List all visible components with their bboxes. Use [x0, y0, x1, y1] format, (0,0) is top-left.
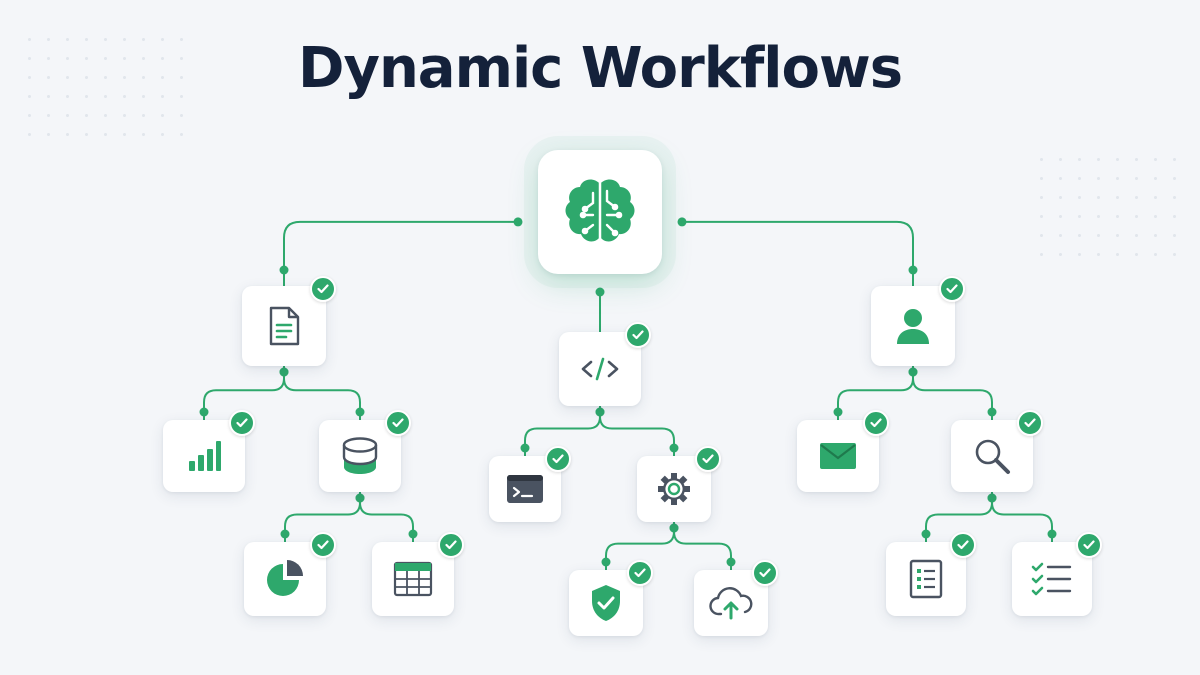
check-badge-icon: [438, 532, 464, 558]
connector-dot: [921, 529, 931, 539]
check-badge-icon: [310, 532, 336, 558]
connector-dot: [726, 557, 736, 567]
pie-chart-icon: [264, 558, 306, 600]
connector-line: [599, 405, 675, 457]
bar-chart-icon: [186, 439, 222, 473]
connector-dot: [595, 407, 605, 417]
connector-line: [837, 365, 914, 421]
check-badge-icon: [1017, 410, 1043, 436]
check-badge-icon: [1076, 532, 1102, 558]
connector-dot: [601, 557, 611, 567]
code-brackets-icon: [580, 356, 620, 382]
connector-dot: [595, 287, 605, 297]
connector-dot: [355, 493, 365, 503]
connector-dot: [355, 407, 365, 417]
connector-line: [991, 491, 1053, 543]
connector-line: [925, 491, 993, 543]
check-badge-icon: [863, 410, 889, 436]
workflow-node[interactable]: [1012, 532, 1102, 616]
terminal-icon: [505, 473, 545, 505]
workflow-node[interactable]: [871, 276, 965, 366]
connector-dot: [669, 443, 679, 453]
workflow-node[interactable]: [559, 322, 651, 406]
check-badge-icon: [695, 446, 721, 472]
connector-line: [605, 521, 675, 571]
workflow-node[interactable]: [569, 560, 653, 636]
connector-line: [283, 220, 519, 287]
workflow-node[interactable]: [244, 532, 336, 616]
check-badge-icon: [950, 532, 976, 558]
background-dot-pattern: [20, 30, 190, 150]
page-title: Dynamic Workflows: [297, 36, 903, 101]
table-icon: [393, 561, 433, 597]
check-badge-icon: [545, 446, 571, 472]
connector-dot: [280, 529, 290, 539]
user-icon: [894, 306, 932, 346]
connector-dot: [908, 265, 918, 275]
connector-line: [912, 365, 993, 421]
brain-circuit-icon: [557, 169, 643, 255]
check-badge-icon: [752, 560, 778, 586]
connector-line: [359, 491, 414, 543]
check-badge-icon: [627, 560, 653, 586]
connector-line: [681, 220, 914, 287]
connector-dot: [1047, 529, 1057, 539]
connector-dot: [513, 217, 523, 227]
connector-dot: [908, 367, 918, 377]
connector-dot: [408, 529, 418, 539]
list-doc-icon: [908, 558, 944, 600]
connector-dot: [833, 407, 843, 417]
workflow-node[interactable]: [372, 532, 464, 616]
workflow-node[interactable]: [886, 532, 976, 616]
database-icon: [341, 436, 379, 476]
envelope-icon: [818, 441, 858, 471]
check-badge-icon: [310, 276, 336, 302]
connector-line: [524, 405, 601, 457]
connector-dot: [279, 367, 289, 377]
workflow-node[interactable]: [163, 410, 255, 492]
gear-icon: [655, 470, 693, 508]
connector-dot: [199, 407, 209, 417]
workflow-node[interactable]: [637, 446, 721, 522]
workflow-node[interactable]: [694, 560, 778, 636]
document-icon: [267, 305, 301, 347]
check-badge-icon: [939, 276, 965, 302]
connector-dot: [520, 443, 530, 453]
connector-line: [284, 491, 361, 543]
workflow-node[interactable]: [951, 410, 1043, 492]
connector-line: [673, 521, 732, 571]
check-badge-icon: [229, 410, 255, 436]
workflow-node[interactable]: [319, 410, 411, 492]
connector-dot: [677, 217, 687, 227]
shield-check-icon: [588, 583, 624, 623]
check-badge-icon: [385, 410, 411, 436]
cloud-upload-icon: [709, 586, 753, 620]
connector-line: [283, 365, 361, 421]
background-dot-pattern: [1032, 150, 1182, 270]
connector-dot: [279, 265, 289, 275]
workflow-node[interactable]: [797, 410, 889, 492]
hub-node[interactable]: [538, 150, 662, 274]
connector-line: [203, 365, 285, 421]
connector-dot: [987, 493, 997, 503]
connector-dot: [987, 407, 997, 417]
workflow-node[interactable]: [242, 276, 336, 366]
magnifier-icon: [972, 436, 1012, 476]
check-badge-icon: [625, 322, 651, 348]
workflow-node[interactable]: [489, 446, 571, 522]
connector-dot: [669, 523, 679, 533]
checklist-icon: [1030, 561, 1074, 597]
